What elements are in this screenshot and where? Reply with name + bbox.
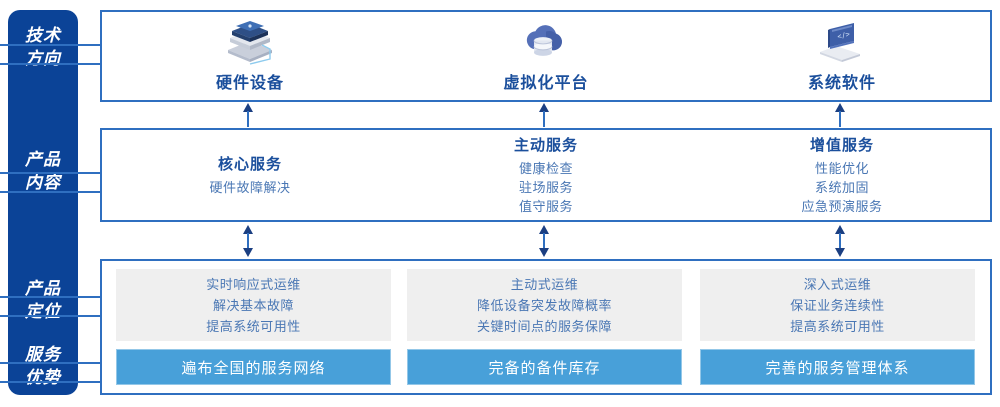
product-column-core-service[interactable]: 核心服务 硬件故障解决 <box>102 130 398 220</box>
server-stack-icon <box>224 19 276 65</box>
svg-text:</>: </> <box>837 30 851 41</box>
product-item: 性能优化 <box>814 161 869 176</box>
product-item: 驻场服务 <box>518 180 573 195</box>
position-line: 提高系统可用性 <box>790 318 885 334</box>
tech-title: 硬件设备 <box>215 75 284 92</box>
tech-column-virtualization[interactable]: 虚拟化平台 <box>398 12 694 100</box>
tech-title: 虚拟化平台 <box>503 75 589 92</box>
position-line: 主动式运维 <box>510 276 579 292</box>
arrow-double-position-1 <box>241 225 255 257</box>
product-title: 增值服务 <box>809 137 874 154</box>
tech-column-system-software[interactable]: </> 系统软件 <box>694 12 990 100</box>
position-line: 降低设备突发故障概率 <box>476 297 612 313</box>
product-item: 健康检查 <box>518 161 573 176</box>
position-line: 保证业务连续性 <box>790 297 885 313</box>
tech-direction-panel: 硬件设备 虚拟化平台 <box>100 10 992 102</box>
positioning-advantage-panel: 实时响应式运维 解决基本故障 提高系统可用性 主动式运维 降低设备突发故障概率 … <box>100 259 992 395</box>
connector-line <box>0 63 102 65</box>
arrow-double-position-2 <box>537 225 551 257</box>
arrow-double-position-3 <box>833 225 847 257</box>
advantage-bar-management-system[interactable]: 完善的服务管理体系 <box>700 349 975 385</box>
connector-line <box>0 315 102 317</box>
connector-line <box>0 381 102 383</box>
product-item: 应急预演服务 <box>801 199 883 214</box>
spine-label-line: 内容 <box>25 173 61 192</box>
spine-label-line: 产品 <box>25 150 61 169</box>
connector-line <box>0 296 102 298</box>
position-line: 实时响应式运维 <box>206 276 301 292</box>
left-spine-bar <box>8 10 78 395</box>
connector-line <box>0 362 102 364</box>
arrow-up-system-software <box>833 103 847 127</box>
tech-title: 系统软件 <box>807 75 876 92</box>
connector-line <box>0 191 102 193</box>
connector-line <box>0 172 102 174</box>
position-box-realtime[interactable]: 实时响应式运维 解决基本故障 提高系统可用性 <box>116 269 391 341</box>
spine-label-line: 技术 <box>25 26 61 45</box>
advantage-bar-spare-parts[interactable]: 完备的备件库存 <box>407 349 682 385</box>
position-box-indepth[interactable]: 深入式运维 保证业务连续性 提高系统可用性 <box>700 269 975 341</box>
position-line: 提高系统可用性 <box>206 318 301 334</box>
product-title: 核心服务 <box>217 156 282 173</box>
product-column-value-added-service[interactable]: 增值服务 性能优化 系统加固 应急预演服务 <box>694 130 990 220</box>
arrow-up-virtualization <box>537 103 551 127</box>
product-column-proactive-service[interactable]: 主动服务 健康检查 驻场服务 值守服务 <box>398 130 694 220</box>
spine-label-product-content: 产品 内容 <box>8 148 78 194</box>
position-line: 关键时间点的服务保障 <box>476 318 612 334</box>
spine-label-line: 产品 <box>25 279 61 298</box>
product-item: 系统加固 <box>814 180 869 195</box>
spine-label-line: 方向 <box>25 49 61 68</box>
product-title: 主动服务 <box>513 137 578 154</box>
spine-label-line: 定位 <box>25 302 61 321</box>
cloud-database-icon <box>520 19 572 65</box>
position-box-proactive[interactable]: 主动式运维 降低设备突发故障概率 关键时间点的服务保障 <box>407 269 682 341</box>
tech-column-hardware[interactable]: 硬件设备 <box>102 12 398 100</box>
laptop-code-icon: </> <box>814 19 870 65</box>
arrow-up-hardware <box>241 103 255 127</box>
position-line: 解决基本故障 <box>212 297 294 313</box>
product-item: 硬件故障解决 <box>209 180 291 195</box>
product-item: 值守服务 <box>518 199 573 214</box>
advantage-bar-service-network[interactable]: 遍布全国的服务网络 <box>116 349 391 385</box>
spine-label-line: 服务 <box>25 345 61 364</box>
position-line: 深入式运维 <box>803 276 872 292</box>
spine-label-line: 优势 <box>25 368 61 387</box>
product-content-panel: 核心服务 硬件故障解决 主动服务 健康检查 驻场服务 值守服务 增值服务 性能优… <box>100 128 992 222</box>
connector-line <box>0 44 102 46</box>
